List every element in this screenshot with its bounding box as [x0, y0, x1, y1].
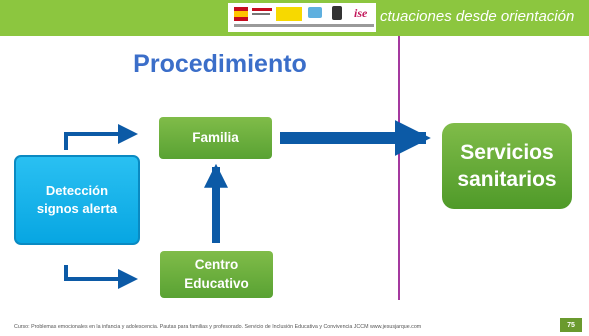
node-servicios-sanitarios: Servicios sanitarios: [442, 123, 572, 209]
ministerio-logo: [252, 8, 272, 11]
divider-line: [398, 36, 400, 300]
header-title: ctuaciones desde orientación: [380, 8, 575, 25]
node-centro-line1: Centro: [194, 257, 239, 273]
arrow-deteccion-to-familia: [64, 124, 138, 150]
header-bar: ise ctuaciones desde orientación: [0, 0, 589, 36]
node-deteccion-line1: Detección: [45, 183, 109, 199]
node-centro-line2: Educativo: [184, 275, 249, 291]
node-deteccion-line2: signos alerta: [36, 201, 118, 216]
castilla-la-mancha-logo: [332, 6, 342, 20]
ministerio-logo-text: [252, 13, 270, 15]
sponsor-logos: ise: [228, 3, 376, 32]
arrow-deteccion-to-centro: [64, 265, 138, 289]
page-number-badge: 75: [560, 318, 582, 332]
node-deteccion-signos-alerta: Detección signos alerta: [14, 155, 140, 245]
node-servicios-line1: Servicios: [460, 140, 554, 164]
node-centro-educativo: Centro Educativo: [160, 251, 273, 298]
ise-logo: ise: [354, 6, 368, 20]
logo-caption-line: [234, 24, 374, 27]
spain-flag-logo: [234, 7, 248, 21]
eu-logo: [308, 7, 322, 18]
node-familia: Familia: [159, 117, 272, 159]
fse-logo: [276, 7, 302, 21]
node-familia-label: Familia: [192, 129, 239, 145]
footer-text: Curso: Problemas emocionales en la infan…: [14, 324, 422, 330]
node-servicios-line2: sanitarios: [457, 168, 557, 191]
slide-title: Procedimiento: [133, 50, 307, 78]
